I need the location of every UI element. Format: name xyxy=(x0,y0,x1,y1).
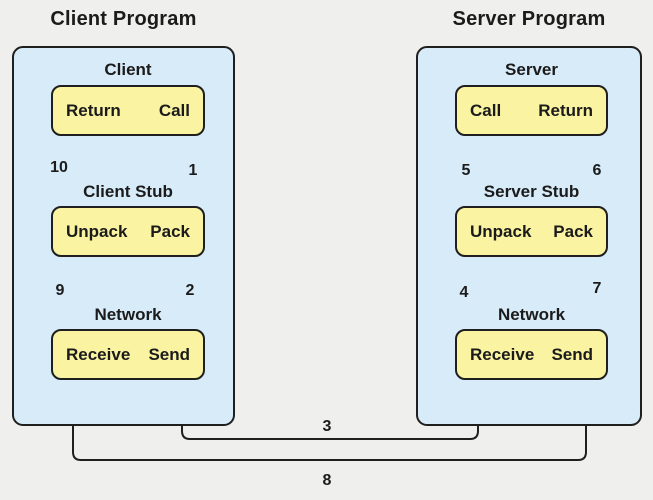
port-server-send: Send xyxy=(551,344,593,364)
box-client-network: Receive Send xyxy=(51,329,205,380)
port-server-pack: Pack xyxy=(553,221,593,241)
box-client-stub: Unpack Pack xyxy=(51,206,205,257)
port-server-unpack: Unpack xyxy=(470,221,532,241)
port-client-pack: Pack xyxy=(150,221,190,241)
step-label-8: 8 xyxy=(322,472,332,489)
port-server-return: Return xyxy=(538,100,593,120)
step-label-7: 7 xyxy=(592,280,602,297)
port-client-call: Call xyxy=(158,100,190,120)
port-client-send: Send xyxy=(148,344,190,364)
box-server-stub: Unpack Pack xyxy=(455,206,608,257)
label-client: Client xyxy=(104,60,152,79)
step-label-1: 1 xyxy=(188,162,198,179)
port-server-call: Call xyxy=(470,100,502,120)
client-program-title: Client Program xyxy=(50,8,197,30)
port-client-return: Return xyxy=(66,100,121,120)
step-label-5: 5 xyxy=(461,162,471,179)
port-server-receive: Receive xyxy=(470,344,535,364)
step-label-3: 3 xyxy=(322,418,332,435)
label-server: Server xyxy=(505,60,558,79)
box-server-network: Receive Send xyxy=(455,329,608,380)
port-client-unpack: Unpack xyxy=(66,221,128,241)
step-label-9: 9 xyxy=(55,282,65,299)
step-label-2: 2 xyxy=(185,282,195,299)
step-label-4: 4 xyxy=(459,284,469,301)
step-label-10: 10 xyxy=(50,159,68,176)
label-server-stub: Server Stub xyxy=(483,182,580,201)
label-server-network: Network xyxy=(497,305,566,324)
box-server-app: Call Return xyxy=(455,85,608,136)
label-client-network: Network xyxy=(94,305,162,324)
step-label-6: 6 xyxy=(592,162,602,179)
server-program-title: Server Program xyxy=(452,8,606,30)
port-client-receive: Receive xyxy=(66,344,131,364)
label-client-stub: Client Stub xyxy=(83,182,173,201)
box-client-app: Return Call xyxy=(51,85,205,136)
